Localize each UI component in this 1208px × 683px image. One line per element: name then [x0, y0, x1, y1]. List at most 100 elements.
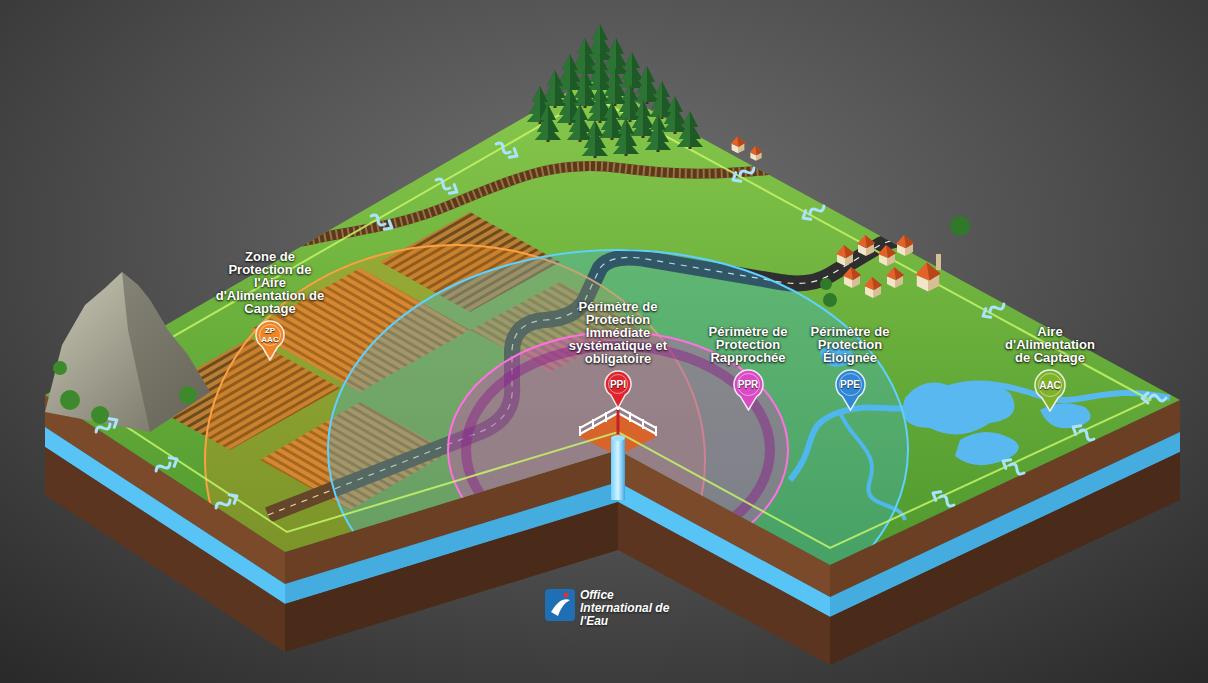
tree: [535, 104, 561, 142]
zone-marker: Périmètre de Protection RapprochéePPR: [701, 325, 796, 411]
pin-shape: [733, 369, 764, 411]
logo-text: Office International de l'Eau: [580, 589, 672, 628]
pin-ring: [839, 374, 861, 396]
house: [857, 235, 875, 256]
zone-marker: Zone de Protection de l'Aire d'Alimentat…: [214, 250, 326, 361]
house: [886, 267, 904, 288]
pin-ring: [260, 325, 281, 346]
zone-heading: Périmètre de Protection Immédiate systém…: [566, 300, 670, 365]
flow-arrow: [801, 202, 827, 223]
flow-arrows: [94, 140, 1166, 513]
house: [896, 235, 914, 256]
flow-arrow: [1142, 393, 1166, 403]
tree: [582, 120, 608, 158]
tree: [630, 100, 656, 138]
tree: [645, 114, 671, 152]
bush: [179, 386, 197, 404]
pin-ring: [737, 374, 759, 396]
pin-code: PPI: [610, 379, 626, 390]
map-pin: AAC: [1034, 369, 1066, 412]
bush: [53, 361, 67, 375]
house: [843, 267, 861, 288]
well-pipe: [611, 438, 625, 500]
flow-arrow: [931, 489, 957, 510]
village: [820, 216, 970, 307]
railway-sleepers: [225, 166, 790, 262]
house: [836, 245, 854, 266]
logo-dot: [564, 593, 569, 598]
pin-body: [1035, 370, 1065, 411]
zone-heading: Périmètre de Protection Éloignée: [803, 325, 898, 364]
tree: [567, 104, 593, 142]
lake: [903, 382, 1015, 435]
logo-square: [545, 589, 575, 621]
tree: [634, 66, 660, 104]
tree: [662, 96, 688, 134]
hut: [731, 136, 745, 153]
logo-swoosh: [551, 599, 570, 616]
flow-arrow: [214, 492, 240, 513]
map-pin: PPE: [835, 369, 866, 411]
map-pin: PPI: [604, 370, 632, 409]
flow-arrow: [731, 164, 757, 185]
ppe-zone: [328, 250, 908, 650]
map-pin: ZP AAC: [255, 320, 285, 361]
house: [864, 277, 882, 298]
pin-code: PPR: [738, 379, 759, 390]
round-tree: [950, 216, 970, 236]
tree: [613, 118, 639, 156]
bush: [60, 390, 80, 410]
farm-huts: [731, 136, 763, 160]
flow-arrow: [434, 176, 460, 197]
tree: [599, 102, 625, 140]
well-head: [611, 435, 625, 441]
flow-arrow: [369, 212, 395, 233]
pin-body: [605, 371, 631, 408]
aac-boundary: [75, 96, 1150, 548]
forest: [527, 24, 703, 158]
fence-posts: [580, 405, 656, 436]
pin-shape: [604, 370, 632, 409]
zone-heading: Périmètre de Protection Rapprochée: [701, 325, 796, 364]
railway: [225, 166, 790, 262]
map-pin: PPR: [733, 369, 764, 411]
ppi-pin-stick: [617, 410, 620, 434]
tree: [557, 54, 583, 92]
pin-body: [734, 370, 763, 410]
round-tree: [820, 278, 832, 290]
pin-code: PPE: [840, 379, 860, 390]
pin-body: [256, 321, 284, 360]
fence: [580, 405, 656, 436]
pin-ring: [609, 375, 628, 394]
pin-code: AAC: [1039, 380, 1061, 391]
zone-marker: Aire d'Alimentation de CaptageAAC: [1004, 325, 1096, 412]
zone-marker: Périmètre de Protection Immédiate systém…: [566, 300, 670, 409]
rock: [45, 272, 210, 432]
logo-icon: [545, 589, 575, 621]
rock-shade: [122, 272, 210, 432]
flow-arrow: [1071, 423, 1097, 444]
ppr-band: [466, 346, 770, 554]
tree: [677, 111, 703, 149]
round-tree: [823, 293, 837, 307]
pin-shape: [1034, 369, 1066, 412]
church-tower: [936, 254, 941, 270]
pin-shape: [835, 369, 866, 411]
ppr-zone: [448, 332, 788, 568]
surface-features: [140, 166, 1170, 675]
flow-arrow: [981, 300, 1007, 321]
pin-body: [836, 370, 865, 410]
pin-code: ZP AAC: [260, 326, 280, 344]
flow-arrow: [94, 416, 120, 437]
flow-arrow: [494, 140, 520, 161]
flow-arrow: [154, 455, 180, 476]
zone-heading: Zone de Protection de l'Aire d'Alimentat…: [214, 250, 326, 315]
hut: [750, 146, 763, 161]
flow-arrow: [1001, 457, 1027, 478]
bush: [91, 406, 109, 424]
pin-ring: [1039, 374, 1062, 397]
mountain: [45, 272, 210, 432]
zone-heading: Aire d'Alimentation de Captage: [1004, 325, 1096, 364]
tree: [619, 52, 645, 90]
